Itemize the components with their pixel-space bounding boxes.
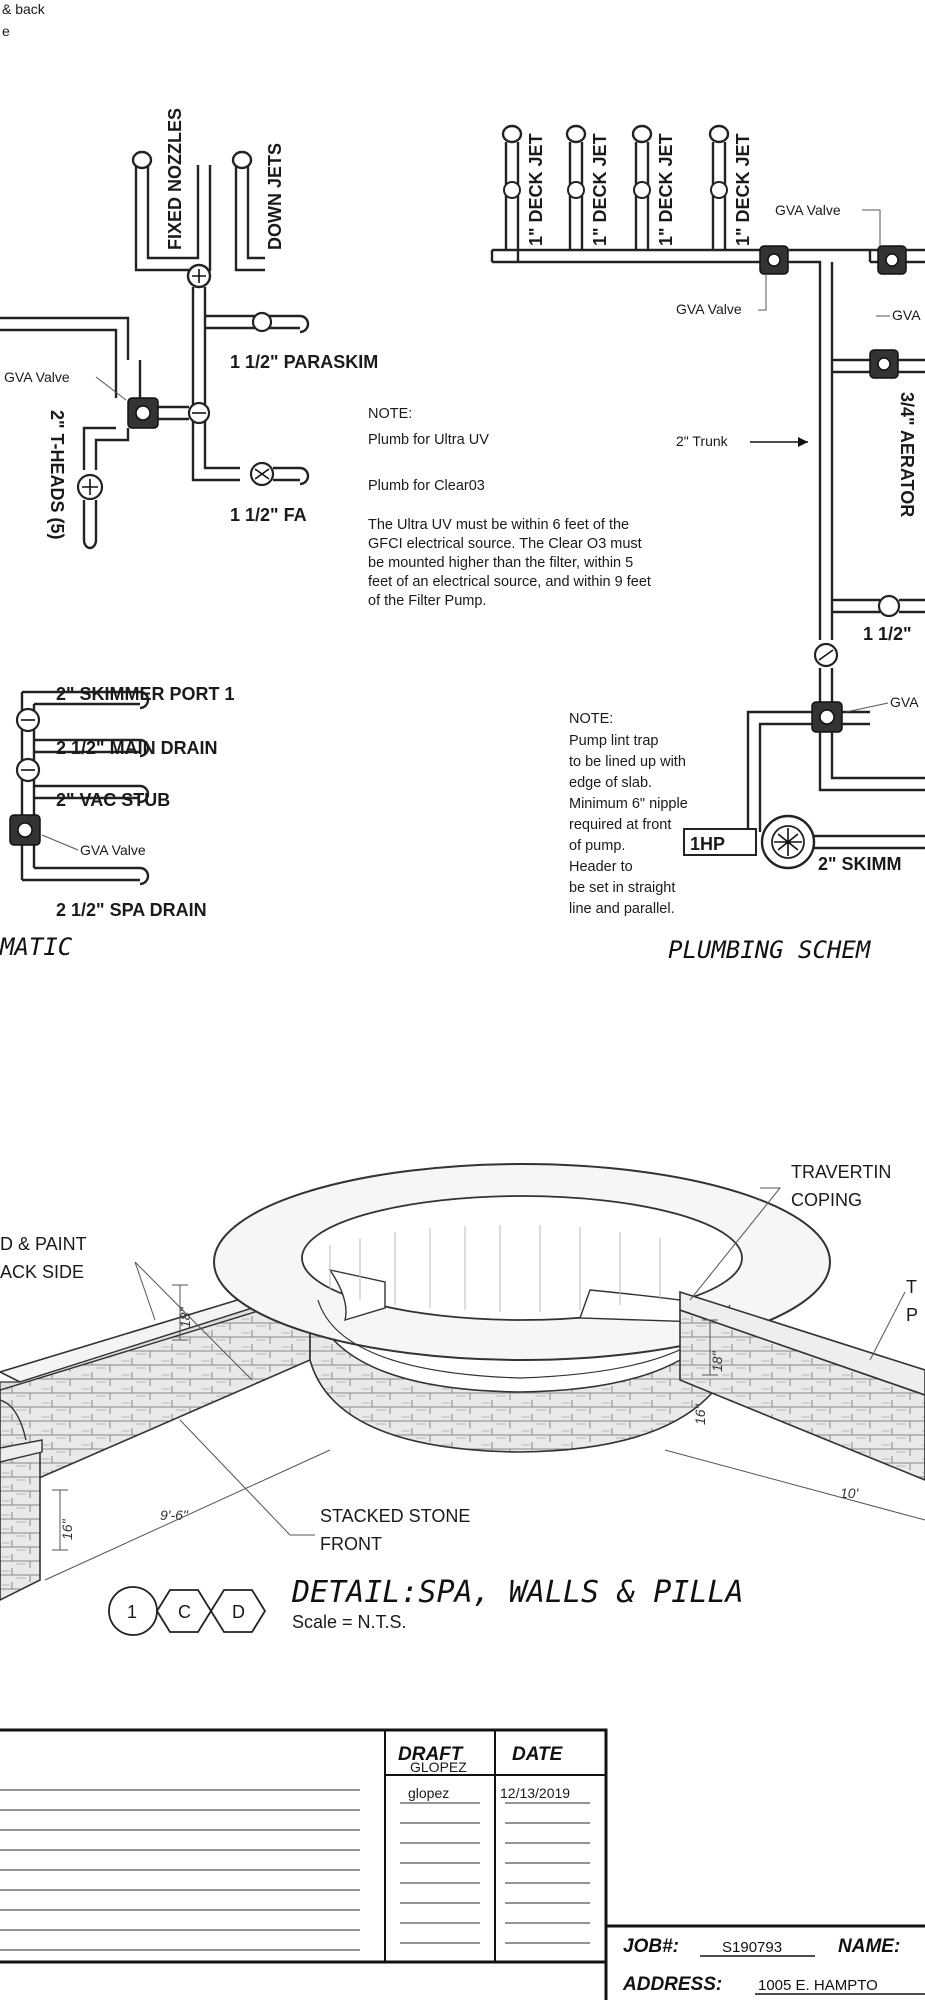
- address-label: ADDRESS:: [622, 1974, 722, 1995]
- gva-valve-label-right-2: GVA Valve: [676, 301, 742, 317]
- dim-96: 9'-6": [160, 1507, 189, 1523]
- main-drain-label: 2 1/2" MAIN DRAIN: [56, 738, 218, 758]
- gva-valve-label-suction: GVA Valve: [80, 842, 146, 858]
- travertine-label: TRAVERTIN: [791, 1162, 891, 1182]
- draft-header: DRAFT: [398, 1744, 464, 1765]
- t-heads-label: 2" T-HEADS (5): [47, 410, 67, 540]
- draft-value: glopez: [408, 1785, 449, 1801]
- note-uv-body-0: The Ultra UV must be within 6 feet of th…: [368, 517, 629, 533]
- address-value: 1005 E. HAMPTO: [758, 1977, 878, 1994]
- fragment-112-label: 1 1/2": [863, 624, 912, 644]
- detail-scale: Scale = N.T.S.: [292, 1612, 407, 1632]
- dim-16-left: 16": [59, 1518, 75, 1540]
- note-uv-heading: NOTE:: [368, 406, 412, 422]
- deck-jet-4: [708, 124, 730, 250]
- spa-detail-drawing: 18" 18" 16" 9'-6" 10' 16" TRAVERTIN COPI…: [0, 1162, 925, 1601]
- trunk-label: 2" Trunk: [676, 433, 729, 449]
- dim-18-right: 18": [709, 1350, 725, 1372]
- spa-drain-label: 2 1/2" SPA DRAIN: [56, 900, 207, 920]
- note-pump-line-4: required at front: [569, 817, 671, 833]
- note-uv: NOTE: Plumb for Ultra UV Plumb for Clear…: [368, 406, 651, 609]
- paint-label-1: D & PAINT: [0, 1234, 87, 1254]
- deck-jet-label-4: 1" DECK JET: [733, 133, 753, 246]
- note-uv-body-1: GFCI electrical source. The Clear O3 mus…: [368, 536, 642, 552]
- note-uv-body-4: of the Filter Pump.: [368, 593, 486, 609]
- deck-jet-label-2: 1" DECK JET: [590, 133, 610, 246]
- pump-1hp-label: 1HP: [690, 834, 725, 854]
- detail-tag-1: 1: [127, 1602, 137, 1622]
- detail-tag-d: D: [232, 1602, 245, 1622]
- deck-jet-label-1: 1" DECK JET: [526, 133, 546, 246]
- skimmer-fragment-label: 2" SKIMM: [818, 854, 902, 874]
- fragment-back-text: & back: [2, 1, 46, 17]
- note-pump-line-8: line and parallel.: [569, 901, 675, 917]
- aerator-label: 3/4" AERATOR: [897, 392, 917, 517]
- draft-sub: GLOPEZ: [410, 1759, 467, 1775]
- note-pump-line-7: be set in straight: [569, 880, 675, 896]
- note-pump-heading: NOTE:: [569, 711, 613, 727]
- note-pump-line-3: Minimum 6" nipple: [569, 796, 688, 812]
- dim-16-right: 16": [692, 1403, 708, 1425]
- date-header: DATE: [512, 1744, 564, 1765]
- detail-title: DETAIL:SPA, WALLS & PILLA: [291, 1575, 744, 1610]
- note-pump-line-0: Pump lint trap: [569, 733, 658, 749]
- note-uv-body-2: be mounted higher than the filter, withi…: [368, 555, 633, 571]
- plumbing-schematic-title: PLUMBING SCHEM: [668, 936, 872, 964]
- fragment-e-text: e: [2, 23, 10, 39]
- note-pump-line-5: of pump.: [569, 838, 625, 854]
- note-uv-line1: Plumb for Ultra UV: [368, 432, 489, 448]
- suction-manifold: 2" SKIMMER PORT 1 2 1/2" MAIN DRAIN 2" V…: [0, 684, 235, 961]
- gva-valve-label-left: GVA Valve: [4, 369, 70, 385]
- note-pump-line-6: Header to: [569, 859, 633, 875]
- left-return-manifold: FIXED NOZZLES DOWN JETS 1 1/2" PARASKIM …: [0, 108, 378, 550]
- paraskim-label: 1 1/2" PARASKIM: [230, 352, 378, 372]
- coping-label: COPING: [791, 1190, 862, 1210]
- name-label: NAME:: [838, 1936, 900, 1957]
- detail-tag-c: C: [178, 1602, 191, 1622]
- note-pump-line-1: to be lined up with: [569, 754, 686, 770]
- deck-jet-label-3: 1" DECK JET: [656, 133, 676, 246]
- detail-tag: 1 C D DETAIL:SPA, WALLS & PILLA Scale = …: [108, 1575, 744, 1636]
- right-fragment-t: T: [906, 1277, 917, 1297]
- gva-valve-label-right-1: GVA Valve: [775, 202, 841, 218]
- stacked-stone-front-label: FRONT: [320, 1534, 382, 1554]
- title-block: DRAFT GLOPEZ DATE glopez 12/13/2019: [0, 1728, 925, 2000]
- deck-jet-1: [501, 124, 523, 262]
- job-label: JOB#:: [623, 1936, 679, 1957]
- dim-18-left: 18": [177, 1306, 193, 1328]
- note-uv-line2: Plumb for Clear03: [368, 478, 485, 494]
- job-value: S190793: [722, 1939, 782, 1956]
- dim-10: 10': [840, 1485, 860, 1501]
- schematic-fragment-title: MATIC: [0, 933, 73, 961]
- deck-jet-3: [631, 124, 653, 250]
- gva-fragment-label-2: GVA: [890, 694, 919, 710]
- down-jets-label: DOWN JETS: [265, 143, 285, 250]
- fixed-nozzles-label: FIXED NOZZLES: [165, 108, 185, 250]
- right-fragment-p: P: [906, 1305, 918, 1325]
- right-return-manifold: 1HP 1" DECK JET 1" DECK JET 1" DECK JET …: [490, 124, 925, 964]
- vac-stub-label: 2" VAC STUB: [56, 790, 170, 810]
- stacked-stone-label: STACKED STONE: [320, 1506, 470, 1526]
- deck-jet-2: [565, 124, 587, 250]
- gva-fragment-label: GVA: [892, 307, 921, 323]
- date-value: 12/13/2019: [500, 1785, 570, 1801]
- note-pump: NOTE: Pump lint trap to be lined up with…: [569, 711, 688, 917]
- skimmer-port-label: 2" SKIMMER PORT 1: [56, 684, 235, 704]
- paint-label-2: ACK SIDE: [0, 1262, 84, 1282]
- note-pump-line-2: edge of slab.: [569, 775, 652, 791]
- note-uv-body-3: feet of an electrical source, and within…: [368, 574, 651, 590]
- fa-label: 1 1/2" FA: [230, 505, 307, 525]
